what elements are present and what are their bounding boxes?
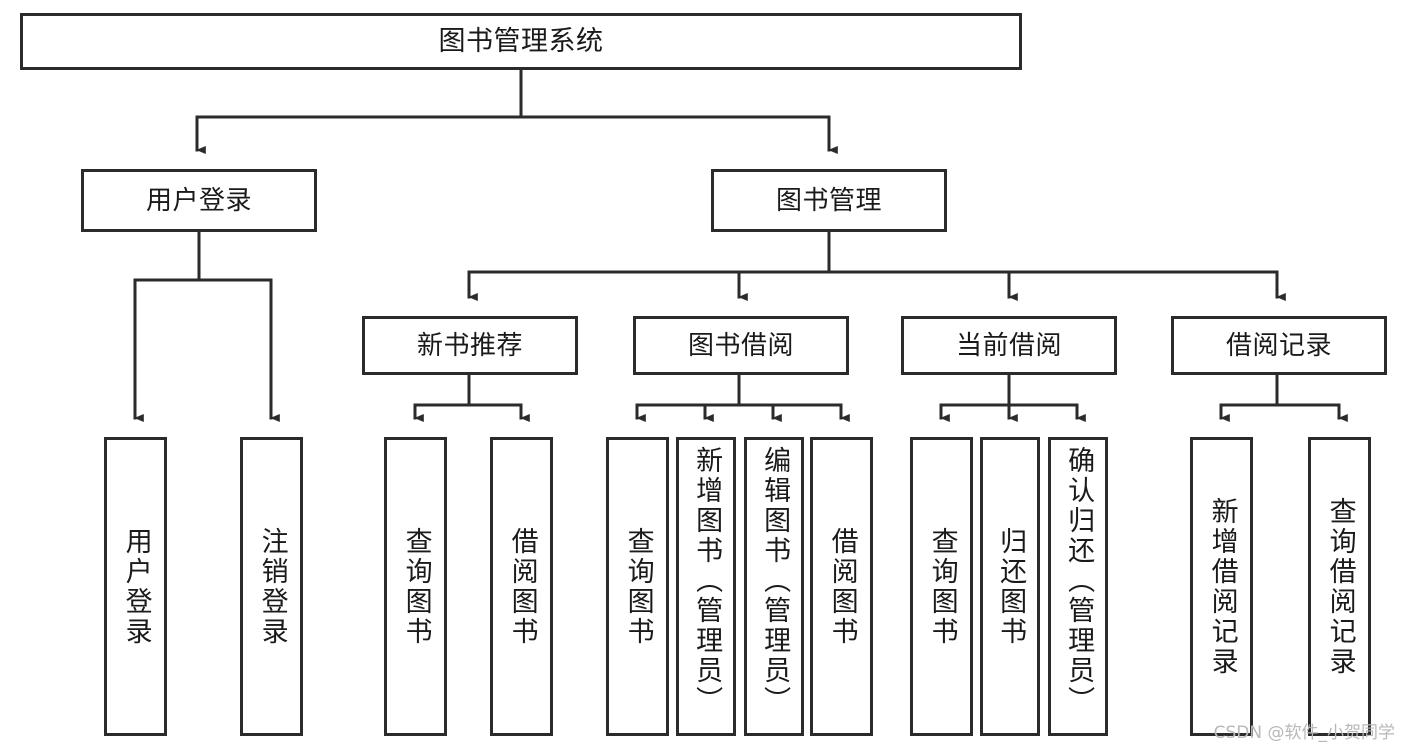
- node-label: 新增图书（管理员）: [691, 446, 723, 716]
- node-leaf-user-login[interactable]: 用户登录: [104, 437, 167, 736]
- node-root-system[interactable]: 图书管理系统: [20, 13, 1022, 70]
- node-label: 借阅记录: [1225, 330, 1332, 361]
- node-leaf-confirm-return[interactable]: 确认归还（管理员）: [1048, 437, 1108, 736]
- node-leaf-edit-book[interactable]: 编辑图书（管理员）: [744, 437, 804, 736]
- node-label: 用户登录: [145, 185, 252, 216]
- node-leaf-query-record[interactable]: 查询借阅记录: [1308, 437, 1371, 736]
- node-label: 查询图书: [400, 526, 432, 647]
- node-label: 归还图书: [995, 526, 1027, 647]
- node-label: 查询借阅记录: [1324, 496, 1356, 677]
- node-label: 新增借阅记录: [1206, 496, 1238, 677]
- node-user-login[interactable]: 用户登录: [81, 169, 317, 232]
- node-label: 借阅图书: [826, 526, 858, 647]
- node-leaf-logout[interactable]: 注销登录: [240, 437, 303, 736]
- node-leaf-borrow-book-2[interactable]: 借阅图书: [810, 437, 873, 736]
- node-book-manage[interactable]: 图书管理: [711, 169, 947, 232]
- node-leaf-add-record[interactable]: 新增借阅记录: [1190, 437, 1253, 736]
- watermark-credit: CSDN @软件_小贺同学: [1213, 723, 1395, 743]
- node-leaf-query-book-2[interactable]: 查询图书: [606, 437, 669, 736]
- node-label: 确认归还（管理员）: [1063, 446, 1095, 716]
- node-label: 新书推荐: [416, 330, 523, 361]
- node-borrow-record[interactable]: 借阅记录: [1171, 316, 1387, 375]
- node-label: 编辑图书（管理员）: [759, 446, 791, 716]
- node-label: 借阅图书: [506, 526, 538, 647]
- node-new-book-rec[interactable]: 新书推荐: [362, 316, 578, 375]
- node-leaf-return-book[interactable]: 归还图书: [980, 437, 1040, 736]
- node-label: 图书管理: [775, 185, 882, 216]
- node-label: 用户登录: [120, 526, 152, 647]
- node-current-borrow[interactable]: 当前借阅: [901, 316, 1117, 375]
- node-label: 注销登录: [256, 526, 288, 647]
- node-label: 图书借阅: [687, 330, 794, 361]
- node-label: 查询图书: [926, 526, 958, 647]
- node-book-borrow[interactable]: 图书借阅: [633, 316, 849, 375]
- node-label: 图书管理系统: [438, 26, 604, 57]
- node-label: 查询图书: [622, 526, 654, 647]
- node-leaf-query-book-3[interactable]: 查询图书: [910, 437, 973, 736]
- node-leaf-query-book-1[interactable]: 查询图书: [384, 437, 447, 736]
- node-label: 当前借阅: [955, 330, 1062, 361]
- node-leaf-borrow-book-1[interactable]: 借阅图书: [490, 437, 553, 736]
- node-leaf-add-book[interactable]: 新增图书（管理员）: [676, 437, 736, 736]
